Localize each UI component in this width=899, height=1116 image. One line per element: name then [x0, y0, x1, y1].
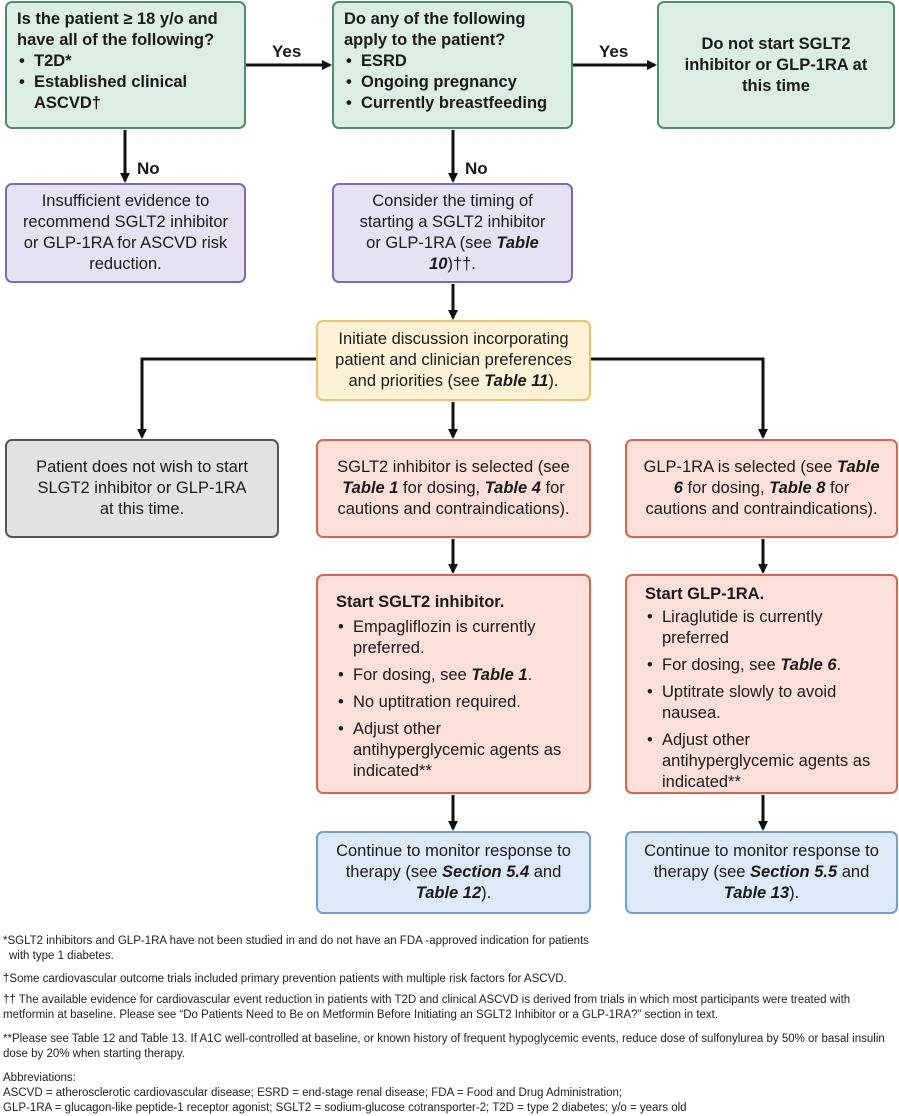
glp1ra-selected-box: GLP-1RA is selected (see Table 6 for dos… — [625, 439, 898, 538]
contraindication-question-box: Do any of the following apply to the pat… — [332, 1, 573, 129]
start-sglt2-bullet: For dosing, see Table 1. — [336, 665, 575, 686]
no-label-2: No — [465, 159, 488, 178]
footnote-3: †† The available evidence for cardiovasc… — [3, 994, 851, 1021]
abbreviations-line1: ASCVD = atherosclerotic cardiovascular d… — [3, 1087, 623, 1099]
eligibility-bullet: T2D* — [17, 51, 234, 72]
start-sglt2-bullet: Empagliflozin is currently preferred. — [336, 617, 575, 659]
monitor-glp1ra-box: Continue to monitor response to therapy … — [625, 831, 898, 914]
eligibility-question-line1: Is the patient ≥ 18 y/o and — [17, 10, 218, 28]
start-sglt2-title: Start SGLT2 inhibitor. — [336, 593, 505, 611]
do-not-start-box: Do not start SGLT2 inhibitor or GLP-1RA … — [657, 1, 895, 129]
start-glp1ra-box: Start GLP-1RA. Liraglutide is currently … — [625, 574, 898, 794]
monitor-sglt2-box: Continue to monitor response to therapy … — [316, 831, 591, 914]
table-10-ref: Table 10 — [429, 234, 539, 273]
no-label-1: No — [137, 159, 160, 178]
patient-declines-box: Patient does not wish to start SLGT2 inh… — [5, 439, 279, 538]
start-sglt2-box: Start SGLT2 inhibitor. Empagliflozin is … — [316, 574, 591, 794]
start-glp1ra-bullet: Liraglutide is currently preferred — [645, 607, 882, 649]
table-11-ref: Table 11 — [484, 372, 549, 390]
arrow-box6-to-box9 — [591, 357, 768, 439]
initiate-discussion-text: Initiate discussion incorporating patien… — [335, 330, 572, 390]
table-8-ref: Table 8 — [769, 479, 826, 497]
table-1-ref: Table 1 — [342, 479, 399, 497]
arrow-box6-to-box7 — [137, 357, 316, 439]
yes-label-1: Yes — [272, 42, 302, 61]
connector-arrows — [120, 60, 768, 831]
eligibility-bullet: Established clinical ASCVD† — [17, 72, 234, 114]
patient-declines-text: Patient does not wish to start SLGT2 inh… — [36, 458, 248, 518]
start-glp1ra-bullet: For dosing, see Table 6. — [645, 655, 882, 676]
initiate-discussion-box: Initiate discussion incorporating patien… — [316, 320, 591, 401]
yes-label-2: Yes — [599, 42, 629, 61]
abbreviations-title: Abbreviations: — [3, 1072, 76, 1084]
contraindication-question-line1: Do any of the following — [344, 10, 526, 28]
contraindication-bullet: ESRD — [344, 51, 561, 72]
start-glp1ra-title: Start GLP-1RA. — [645, 585, 765, 603]
table-13-ref: Table 13 — [723, 884, 790, 902]
start-sglt2-bullet: No uptitration required. — [336, 692, 575, 713]
consider-timing-box: Consider the timing of starting a SGLT2 … — [332, 183, 573, 283]
table-4-ref: Table 4 — [484, 479, 541, 497]
footnote-2: †Some cardiovascular outcome trials incl… — [3, 973, 567, 985]
do-not-start-text: Do not start SGLT2 inhibitor or GLP-1RA … — [684, 34, 868, 95]
abbreviations: Abbreviations: ASCVD = atherosclerotic c… — [3, 1071, 896, 1116]
table-6-ref: Table 6 — [673, 458, 880, 497]
start-glp1ra-bullet: Adjust other antihyperglycemic agents as… — [645, 730, 882, 793]
abbreviations-line2: GLP-1RA = glucagon-like peptide-1 recept… — [3, 1102, 687, 1114]
table-12-ref: Table 12 — [415, 884, 482, 902]
glp1ra-selected-text: GLP-1RA is selected (see Table 6 for dos… — [643, 458, 880, 518]
monitor-sglt2-text: Continue to monitor response to therapy … — [336, 842, 571, 902]
start-glp1ra-bullet: Uptitrate slowly to avoid nausea. — [645, 682, 882, 724]
start-sglt2-bullet: Adjust other antihyperglycemic agents as… — [336, 719, 575, 782]
consider-timing-text: Consider the timing of starting a SGLT2 … — [359, 192, 546, 273]
monitor-glp1ra-text: Continue to monitor response to therapy … — [644, 842, 879, 902]
insufficient-evidence-text: Insufficient evidence to recommend SGLT2… — [22, 192, 229, 273]
contraindication-bullet: Ongoing pregnancy — [344, 72, 561, 93]
footnote-1: *SGLT2 inhibitors and GLP-1RA have not b… — [3, 935, 590, 962]
contraindication-question-line2: apply to the patient? — [344, 31, 506, 49]
sglt2-selected-box: SGLT2 inhibitor is selected (see Table 1… — [316, 439, 591, 538]
sglt2-selected-text: SGLT2 inhibitor is selected (see Table 1… — [337, 458, 570, 518]
eligibility-question-line2: have all of the following? — [17, 31, 215, 49]
footnote-4: **Please see Table 12 and Table 13. If A… — [3, 1033, 885, 1060]
section-5-4-ref: Section 5.4 — [442, 863, 530, 881]
section-5-5-ref: Section 5.5 — [750, 863, 838, 881]
insufficient-evidence-box: Insufficient evidence to recommend SGLT2… — [5, 183, 246, 283]
eligibility-question-box: Is the patient ≥ 18 y/o and have all of … — [5, 1, 246, 129]
contraindication-bullet: Currently breastfeeding — [344, 93, 561, 114]
